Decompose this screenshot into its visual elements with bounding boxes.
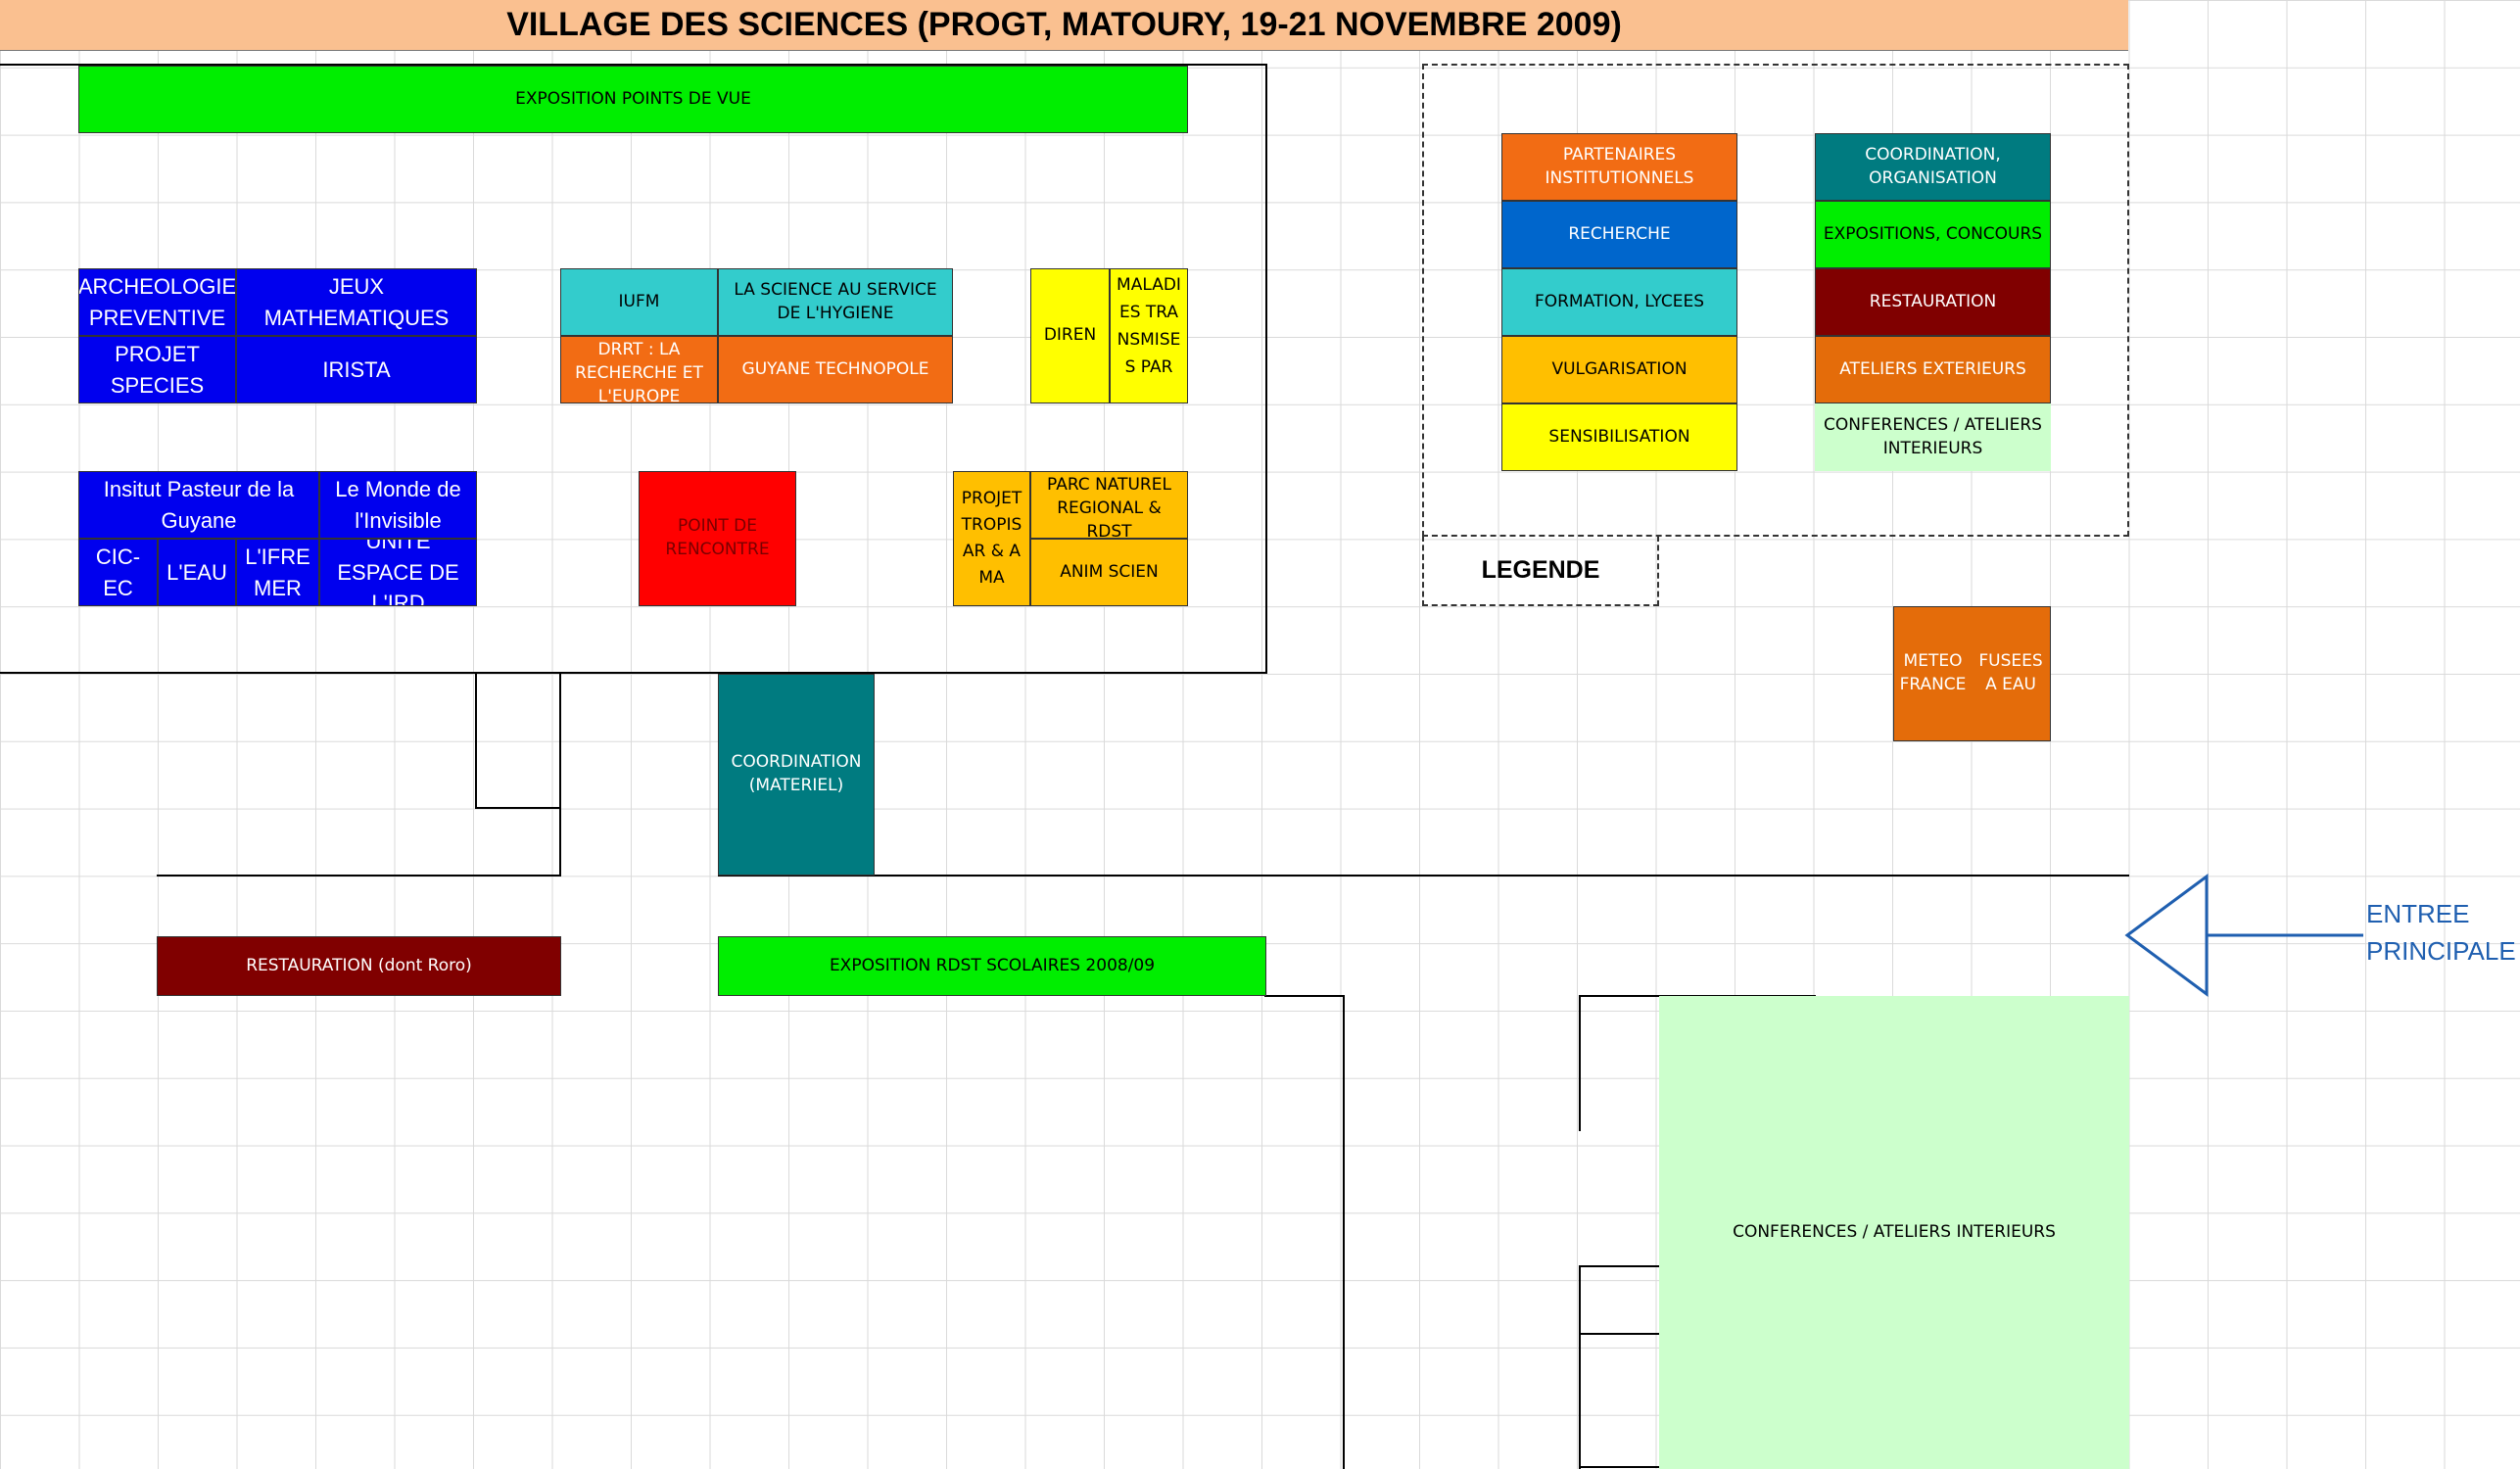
wall [1579,1265,1581,1469]
legend-conferences: CONFERENCES / ATELIERS INTERIEURS [1815,403,2051,471]
legend-coordination: COORDINATION, ORGANISATION [1815,133,2051,201]
entrance-label: ENTREE PRINCIPALE [2366,899,2516,966]
zone-parc-naturel[interactable]: PARC NATUREL REGIONAL & RDST [1030,471,1188,539]
zone-projet-species[interactable]: PROJET SPECIES [78,336,236,403]
wall [559,672,561,877]
zone-anim-scien[interactable]: ANIM SCIEN [1030,539,1188,606]
legend-expositions: EXPOSITIONS, CONCOURS [1815,201,2051,268]
wall [157,875,561,877]
page-title: VILLAGE DES SCIENCES (PROGT, MATOURY, 19… [0,0,2128,51]
zone-archeologie-preventive[interactable]: ARCHEOLOGIE PREVENTIVE [78,268,236,336]
wall [1579,1265,1659,1267]
legend-partenaires: PARTENAIRES INSTITUTIONNELS [1501,133,1737,201]
zone-irista[interactable]: IRISTA [236,336,477,403]
legend-sensibilisation: SENSIBILISATION [1501,403,1737,471]
zone-science-hygiene[interactable]: LA SCIENCE AU SERVICE DE L'HYGIENE [718,268,953,336]
wall [1579,1333,1659,1335]
wall [0,672,1267,674]
zone-diren[interactable]: DIREN [1030,268,1110,403]
zone-exposition-rdst[interactable]: EXPOSITION RDST SCOLAIRES 2008/09 [718,936,1266,996]
wall [475,807,561,809]
zone-monde-invisible[interactable]: Le Monde de l'Invisible [319,471,477,539]
wall [0,64,1266,66]
zone-drrt[interactable]: DRRT : LA RECHERCHE ET L'EUROPE [560,336,718,403]
legend-label: LEGENDE [1481,555,1600,584]
wall [1579,995,1581,1131]
zone-restauration[interactable]: RESTAURATION (dont Roro) [157,936,561,996]
legend-recherche: RECHERCHE [1501,201,1737,268]
wall [1265,64,1267,673]
legend-panel [1422,64,2129,537]
zone-jeux-mathematiques[interactable]: JEUX MATHEMATIQUES [236,268,477,336]
zone-coordination-materiel[interactable]: COORDINATION (MATERIEL) [718,674,875,876]
zone-institut-pasteur[interactable]: Insitut Pasteur de la Guyane [78,471,319,539]
wall [718,875,2129,877]
zone-conferences-ateliers[interactable]: CONFERENCES / ATELIERS INTERIEURS [1659,996,2129,1469]
zone-guyane-technopole[interactable]: GUYANE TECHNOPOLE [718,336,953,403]
wall [1343,995,1345,1469]
wall [475,672,477,809]
legend-restauration: RESTAURATION [1815,268,2051,336]
zone-point-de-rencontre[interactable]: POINT DE RENCONTRE [639,471,796,606]
zone-cic-ec[interactable]: CIC-EC [78,539,158,606]
arrow-left-icon [2124,874,2363,997]
legend-vulgarisation: VULGARISATION [1501,336,1737,403]
zone-fusees-a-eau[interactable]: FUSEES A EAU [1972,606,2051,741]
zone-projet-tropisar[interactable]: PROJET TROPISAR & AMA [953,471,1030,606]
zone-ifremer[interactable]: L'IFREMER [236,539,319,606]
zone-unite-espace-ird[interactable]: UNITE ESPACE DE L'IRD [319,539,477,606]
wall [1264,995,1345,997]
zone-maladies-transmises[interactable]: MALADIES TRANSMISES PAR [1110,268,1188,403]
zone-meteo-france[interactable]: METEO FRANCE [1893,606,1973,741]
zone-exposition-points-de-vue[interactable]: EXPOSITION POINTS DE VUE [78,66,1188,133]
zone-leau[interactable]: L'EAU [158,539,236,606]
legend-formation: FORMATION, LYCEES [1501,268,1737,336]
zone-iufm[interactable]: IUFM [560,268,718,336]
legend-label-box: LEGENDE [1422,536,1659,606]
legend-ateliers-exterieurs: ATELIERS EXTERIEURS [1815,336,2051,403]
